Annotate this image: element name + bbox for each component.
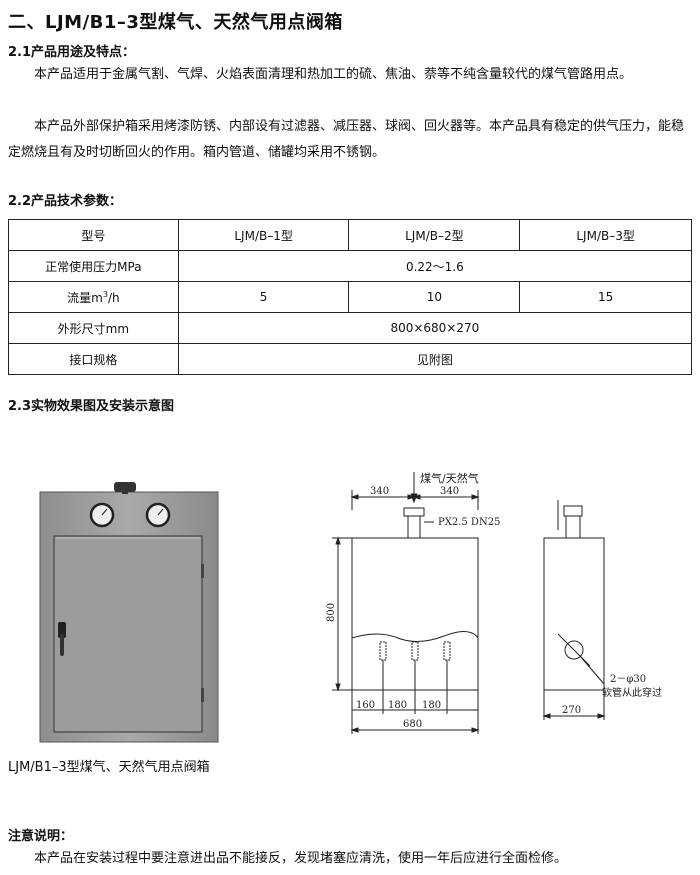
hose-hole-icon	[564, 640, 584, 660]
hole-note: 软管从此穿过	[602, 686, 662, 699]
door-handle-icon	[58, 622, 66, 638]
paragraph-usage: 本产品适用于金属气割、气焊、火焰表面清理和热加工的硫、焦油、萘等不纯含量较代的煤…	[34, 67, 633, 82]
spec-table: 型号 LJM/B–1型 LJM/B–2型 LJM/B–3型 正常使用压力MPa …	[8, 219, 693, 375]
table-cell: 800×680×270	[177, 312, 693, 344]
pressure-gauge-icon	[89, 502, 115, 528]
gas-label: 煤气/天然气	[420, 471, 479, 485]
table-header-cell: LJM/B–3型	[519, 219, 692, 251]
heading-2-1: 2.1产品用途及特点：	[8, 45, 136, 60]
side-view-body	[543, 537, 605, 691]
table-cell: 外形尺寸mm	[8, 312, 179, 344]
side-pipe	[565, 515, 581, 539]
table-cell: 15	[519, 281, 692, 313]
inlet-pipe	[407, 515, 421, 539]
pressure-gauge-icon	[145, 502, 171, 528]
table-row: 型号 LJM/B–1型 LJM/B–2型 LJM/B–3型	[8, 219, 692, 251]
flow-label-sup: 3	[102, 289, 108, 299]
table-cell: 0.22～1.6	[177, 250, 693, 282]
table-cell: 10	[348, 281, 521, 313]
outlet-nozzle-icon	[379, 641, 387, 661]
table-row: 流量m3/h 5 10 15	[8, 281, 692, 313]
valve-knob-icon	[114, 482, 136, 492]
dim-depth: 270	[562, 705, 581, 716]
dim-right: 340	[440, 486, 459, 497]
outlet-nozzle-icon	[443, 641, 451, 661]
product-photo	[39, 482, 219, 743]
cabinet-door	[53, 535, 203, 733]
table-cell: 接口规格	[8, 343, 179, 375]
dim-bottom-2: 180	[388, 700, 407, 711]
table-cell: 见附图	[177, 343, 693, 375]
table-cell: 5	[177, 281, 350, 313]
table-header-cell: LJM/B–2型	[348, 219, 521, 251]
dim-width: 680	[403, 719, 422, 730]
notes-text: 本产品在安装过程中要注意进出品不能接反，发现堵塞应清洗，使用一年后应进行全面检修…	[34, 851, 568, 866]
port-label: PX2.5 DN25	[438, 517, 500, 528]
dim-height: 800	[326, 603, 337, 622]
paragraph-features: 本产品外部保护箱采用烤漆防锈、内部设有过滤器、减压器、球阀、回火器等。本产品具有…	[8, 119, 685, 160]
table-cell: 正常使用压力MPa	[8, 250, 179, 282]
installation-drawing: 煤气/天然气 340 340 PX2.5 DN25 800 160 180 18…	[326, 471, 662, 734]
table-header-cell: LJM/B–1型	[177, 219, 350, 251]
notes-heading: 注意说明：	[8, 829, 74, 844]
dim-bottom-3: 180	[422, 700, 441, 711]
dim-left: 340	[370, 486, 389, 497]
table-header-cell: 型号	[8, 219, 179, 251]
table-row: 正常使用压力MPa 0.22～1.6	[8, 250, 693, 282]
outlet-nozzle-icon	[411, 641, 419, 661]
hole-label: 2－φ30	[610, 674, 646, 685]
break-line	[351, 631, 479, 642]
flow-label: 流量m	[67, 290, 103, 305]
table-row: 外形尺寸mm 800×680×270	[8, 312, 693, 344]
heading-2-3: 2.3实物效果图及安装示意图	[8, 399, 175, 414]
hinge-icon	[201, 688, 204, 702]
flow-label-unit: /h	[107, 290, 120, 305]
hinge-icon	[201, 564, 204, 578]
heading-2-2: 2.2产品技术参数：	[8, 194, 123, 209]
photo-caption: LJM/B1–3型煤气、天然气用点阀箱	[8, 760, 210, 775]
section-title: 二、LJM/B1–3型煤气、天然气用点阀箱	[8, 12, 343, 33]
side-flange	[563, 505, 583, 517]
inlet-flange	[403, 507, 425, 517]
table-cell: 流量m3/h	[8, 281, 179, 313]
dim-bottom-1: 160	[356, 700, 375, 711]
table-row: 接口规格 见附图	[8, 343, 693, 375]
